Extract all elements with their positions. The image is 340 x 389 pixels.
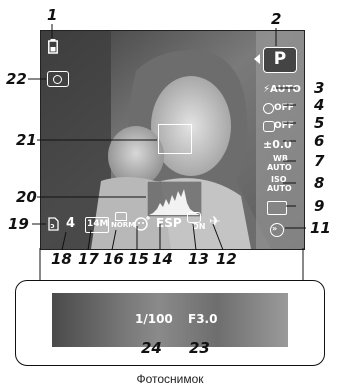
caption: Фотоснимок xyxy=(136,372,204,386)
callout-9: 9 xyxy=(314,197,325,215)
next-arrow-icon: » xyxy=(270,223,284,237)
callout-14: 14 xyxy=(152,250,173,268)
compression-icon xyxy=(115,212,127,221)
callout-24: 24 xyxy=(141,339,162,357)
callout-3: 3 xyxy=(314,79,325,97)
image-size-label: 14M xyxy=(87,219,109,229)
flash-indicator: ⚡AUTO xyxy=(263,84,301,95)
histogram-icon xyxy=(147,181,202,217)
image-stabilizer-icon xyxy=(263,121,275,132)
callout-11: 11 xyxy=(310,219,331,237)
self-timer-indicator: OFF xyxy=(274,103,294,113)
callout-16: 16 xyxy=(103,250,124,268)
iso-label-bottom: AUTO xyxy=(267,184,292,193)
monitor-frame-icon xyxy=(267,201,287,215)
aperture-value: F3.0 xyxy=(188,312,218,326)
callout-2: 2 xyxy=(271,10,282,28)
compression-indicator: NORM xyxy=(111,221,136,229)
shooting-mode-badge: P xyxy=(263,47,297,73)
callout-5: 5 xyxy=(314,114,325,132)
callout-20: 20 xyxy=(16,188,37,206)
callout-6: 6 xyxy=(314,132,325,150)
callout-19: 19 xyxy=(8,215,29,233)
image-size-badge: 14M xyxy=(85,217,109,233)
camera-shake-icon xyxy=(47,71,69,87)
callout-8: 8 xyxy=(314,174,325,192)
self-timer-icon xyxy=(263,103,274,114)
storage-count: 4 xyxy=(66,216,76,231)
airplane-icon: ✈ xyxy=(209,214,221,230)
callout-4: 4 xyxy=(314,96,325,114)
shake-on-indicator: ON xyxy=(192,222,206,231)
camera-screen: P ⚡AUTO OFF OFF ±0.0 WB AUTO ISO AUTO » … xyxy=(40,30,305,250)
callout-12: 12 xyxy=(216,250,237,268)
callout-21: 21 xyxy=(16,131,37,149)
callout-18: 18 xyxy=(51,250,72,268)
af-target-icon xyxy=(158,124,192,154)
shake-icon xyxy=(187,212,201,223)
callout-13: 13 xyxy=(188,250,209,268)
callout-23: 23 xyxy=(189,339,210,357)
svg-text:ɔ: ɔ xyxy=(51,222,55,230)
mode-arrow-icon xyxy=(254,54,260,64)
callout-7: 7 xyxy=(314,152,325,170)
exposure-detail-box: 1/100 F3.0 xyxy=(15,280,325,366)
iso-label-top: ISO xyxy=(271,175,287,184)
callout-22: 22 xyxy=(6,70,27,88)
metering-indicator: ESP xyxy=(156,216,182,230)
callout-15: 15 xyxy=(128,250,149,268)
exposure-detail-photo xyxy=(52,293,288,347)
shooting-mode-label: P xyxy=(273,49,287,69)
sd-card-icon: ɔ xyxy=(48,217,59,231)
face-detect-icon xyxy=(134,216,150,231)
wb-label-bottom: AUTO xyxy=(267,163,292,172)
callout-1: 1 xyxy=(47,6,58,24)
shutter-speed: 1/100 xyxy=(135,312,173,326)
callout-17: 17 xyxy=(78,250,99,268)
battery-icon xyxy=(48,39,58,54)
wb-label-top: WB xyxy=(273,154,288,163)
image-stabilizer-indicator: OFF xyxy=(274,121,294,131)
exposure-comp-indicator: ±0.0 xyxy=(263,138,292,151)
